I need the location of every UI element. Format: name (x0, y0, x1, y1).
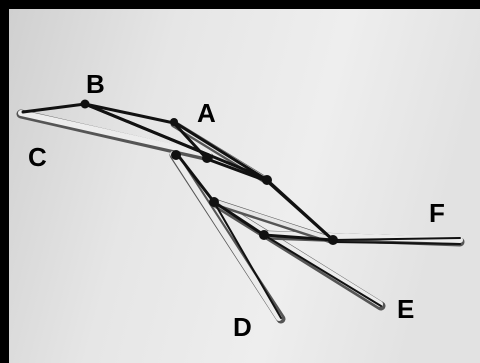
stick-d (169, 150, 286, 324)
elastic-bands (21, 102, 461, 319)
label-c: C (28, 142, 47, 172)
joints (80, 99, 338, 245)
stick-c (16, 109, 214, 162)
label-e: E (397, 294, 415, 324)
stick-model-image (9, 9, 480, 363)
photo-panel (9, 9, 480, 363)
label-d: D (233, 312, 252, 342)
background-surface (9, 9, 480, 363)
label-b: B (86, 69, 105, 99)
label-a: A (197, 98, 216, 128)
label-f: F (429, 198, 445, 228)
